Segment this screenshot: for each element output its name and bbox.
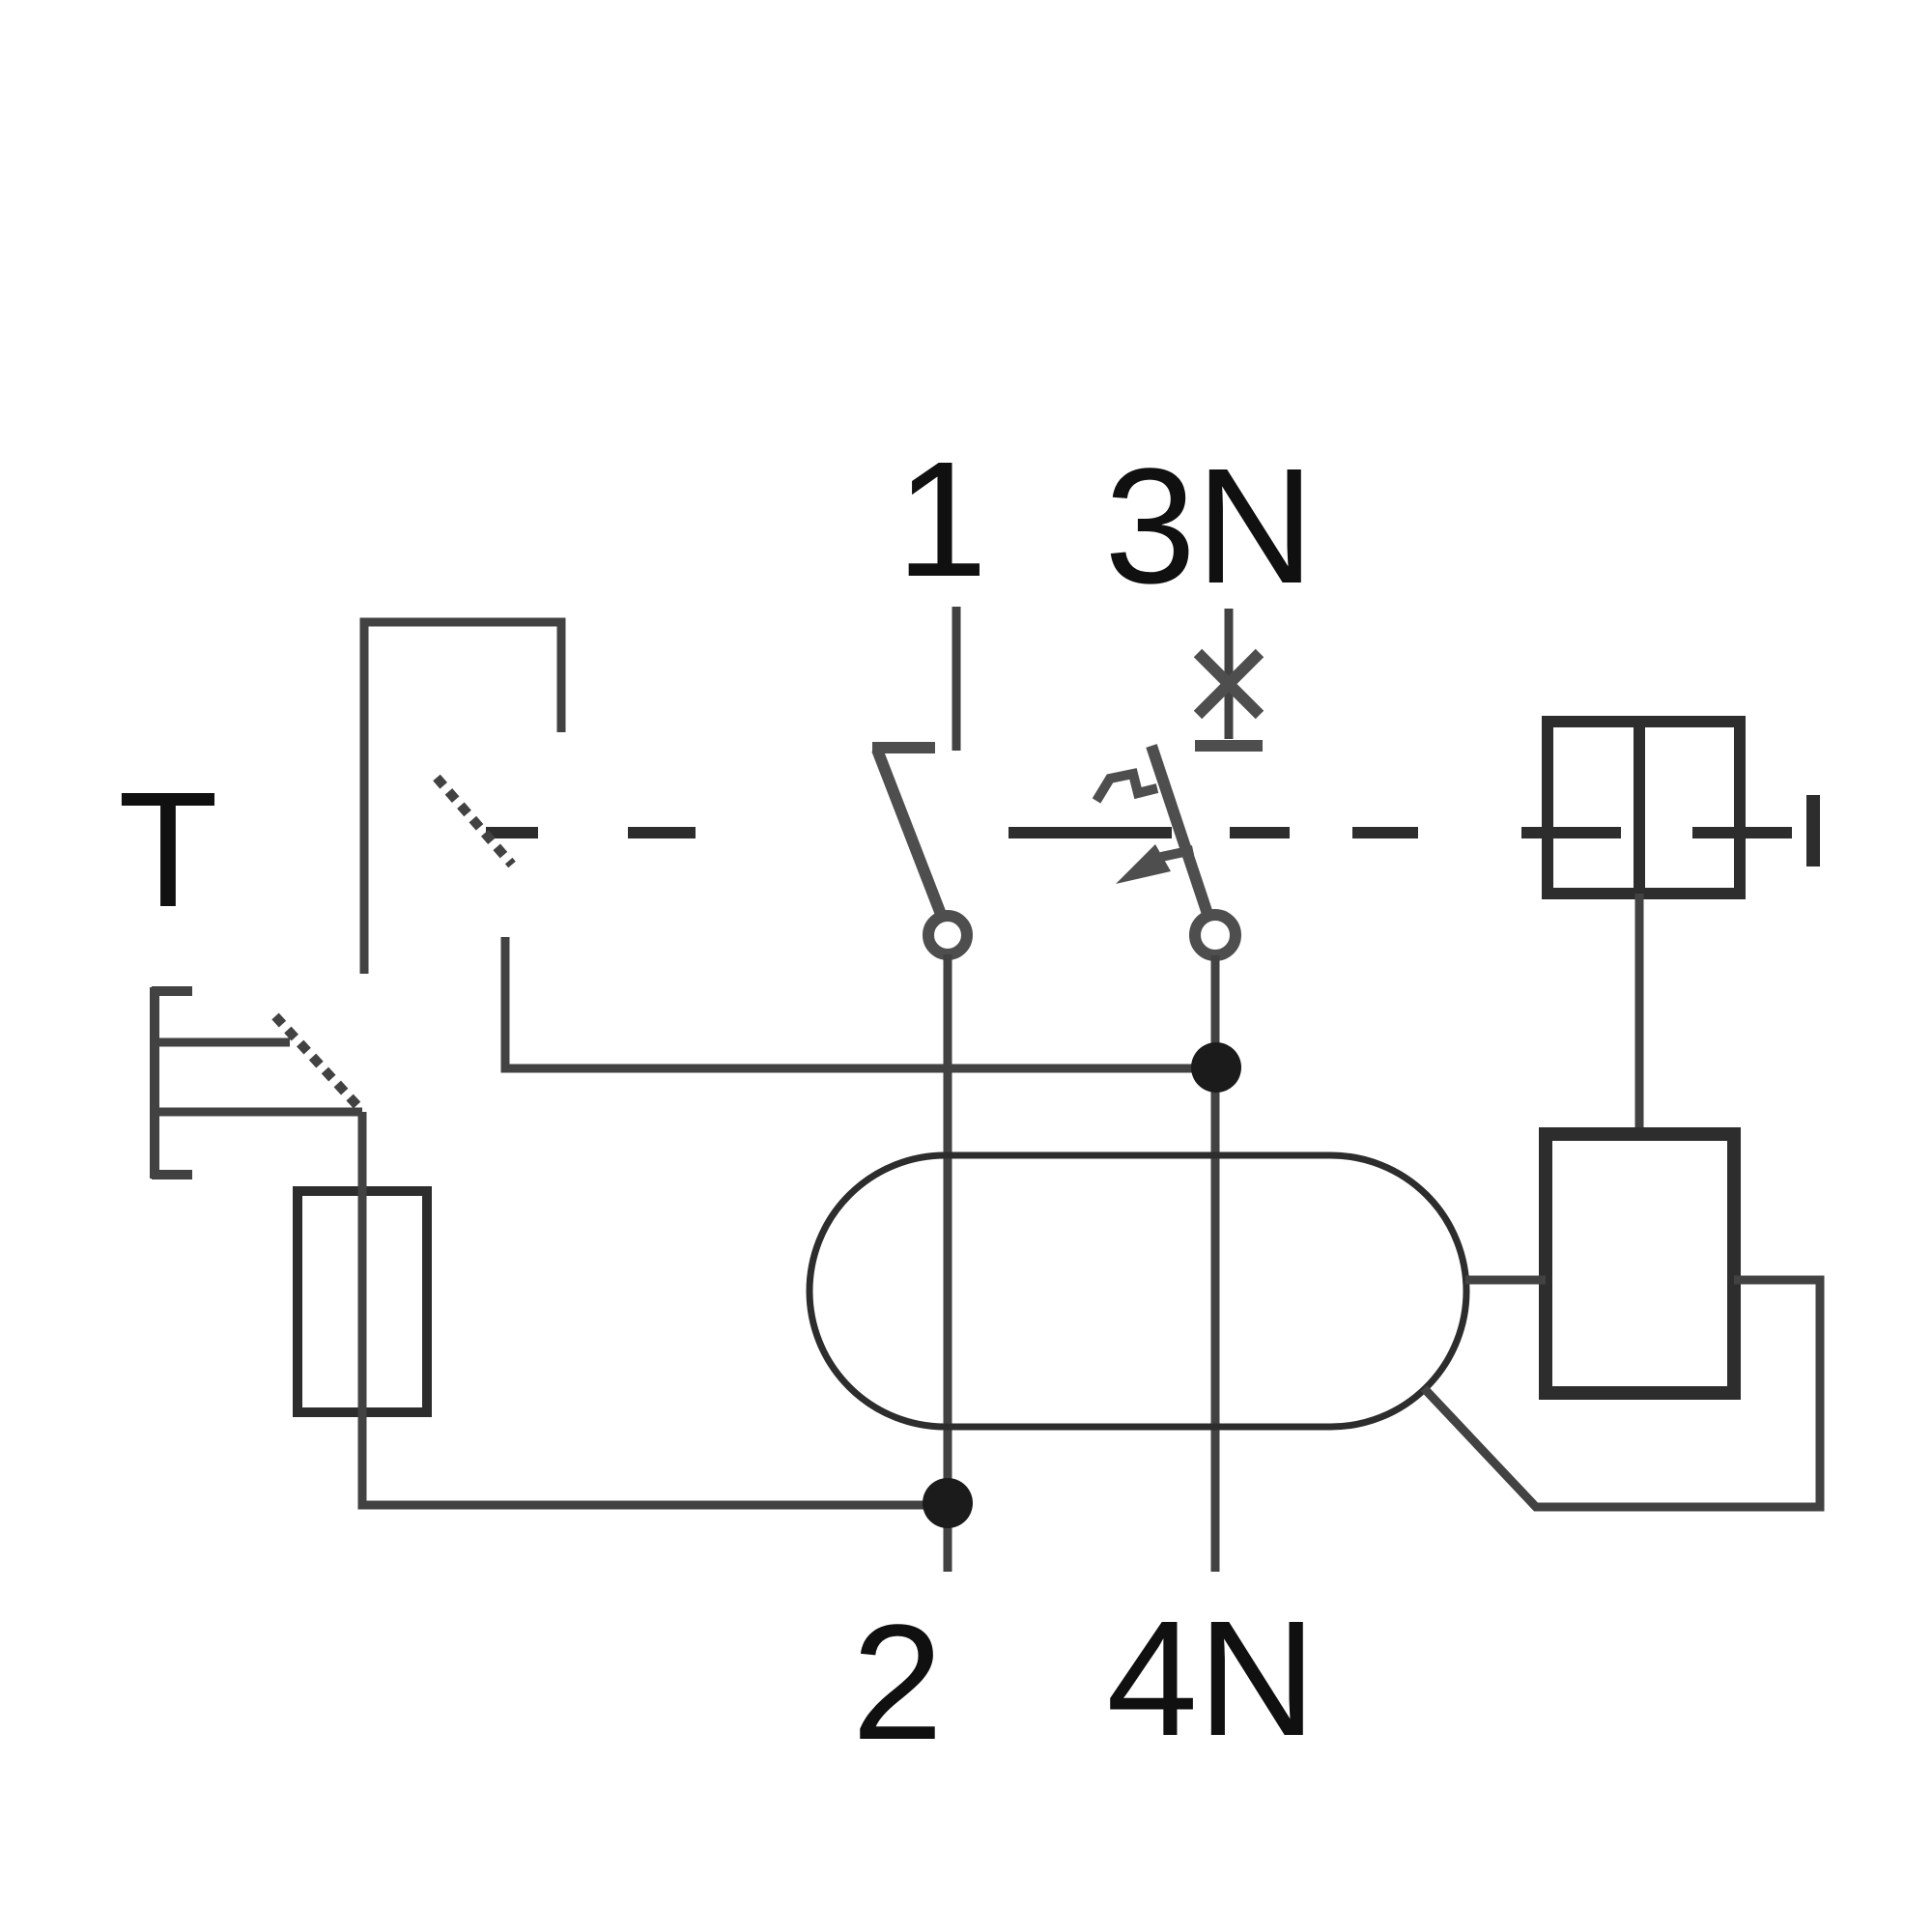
breaker-x-icon	[1193, 648, 1264, 720]
pole1-contact-blade	[871, 747, 948, 920]
label-terminal-2: 2	[852, 1591, 944, 1775]
test-contact-linkage-dashed	[433, 774, 516, 868]
label-terminal-4n: 4N	[1106, 1587, 1316, 1771]
neutral-contact-circle	[1189, 909, 1241, 961]
junction-dot-pole1	[923, 1478, 973, 1528]
test-button-linkage-dashed	[271, 1012, 366, 1115]
trip-arrow-tail	[1159, 845, 1195, 862]
test-wire-to-pole1	[357, 1112, 948, 1510]
trip-arrow-icon	[1116, 844, 1171, 884]
label-terminal-3n: 3N	[1104, 435, 1314, 618]
label-test-button: T	[118, 758, 218, 942]
pole1-contact-circle	[923, 910, 973, 960]
test-wire-to-neutral	[500, 937, 1216, 1073]
secondary-winding-loop	[1420, 1275, 1825, 1512]
overcurrent-release-squiggle-icon	[1092, 768, 1159, 804]
label-terminal-1: 1	[896, 428, 988, 611]
neutral-contact-blade	[1146, 744, 1214, 919]
junction-dot-neutral	[1191, 1042, 1241, 1093]
test-button-cap	[150, 986, 192, 1179]
current-transformer-toroid	[806, 1151, 1470, 1431]
trip-coil-box	[1539, 1127, 1741, 1400]
mechanism-frame-bracket	[359, 617, 566, 974]
